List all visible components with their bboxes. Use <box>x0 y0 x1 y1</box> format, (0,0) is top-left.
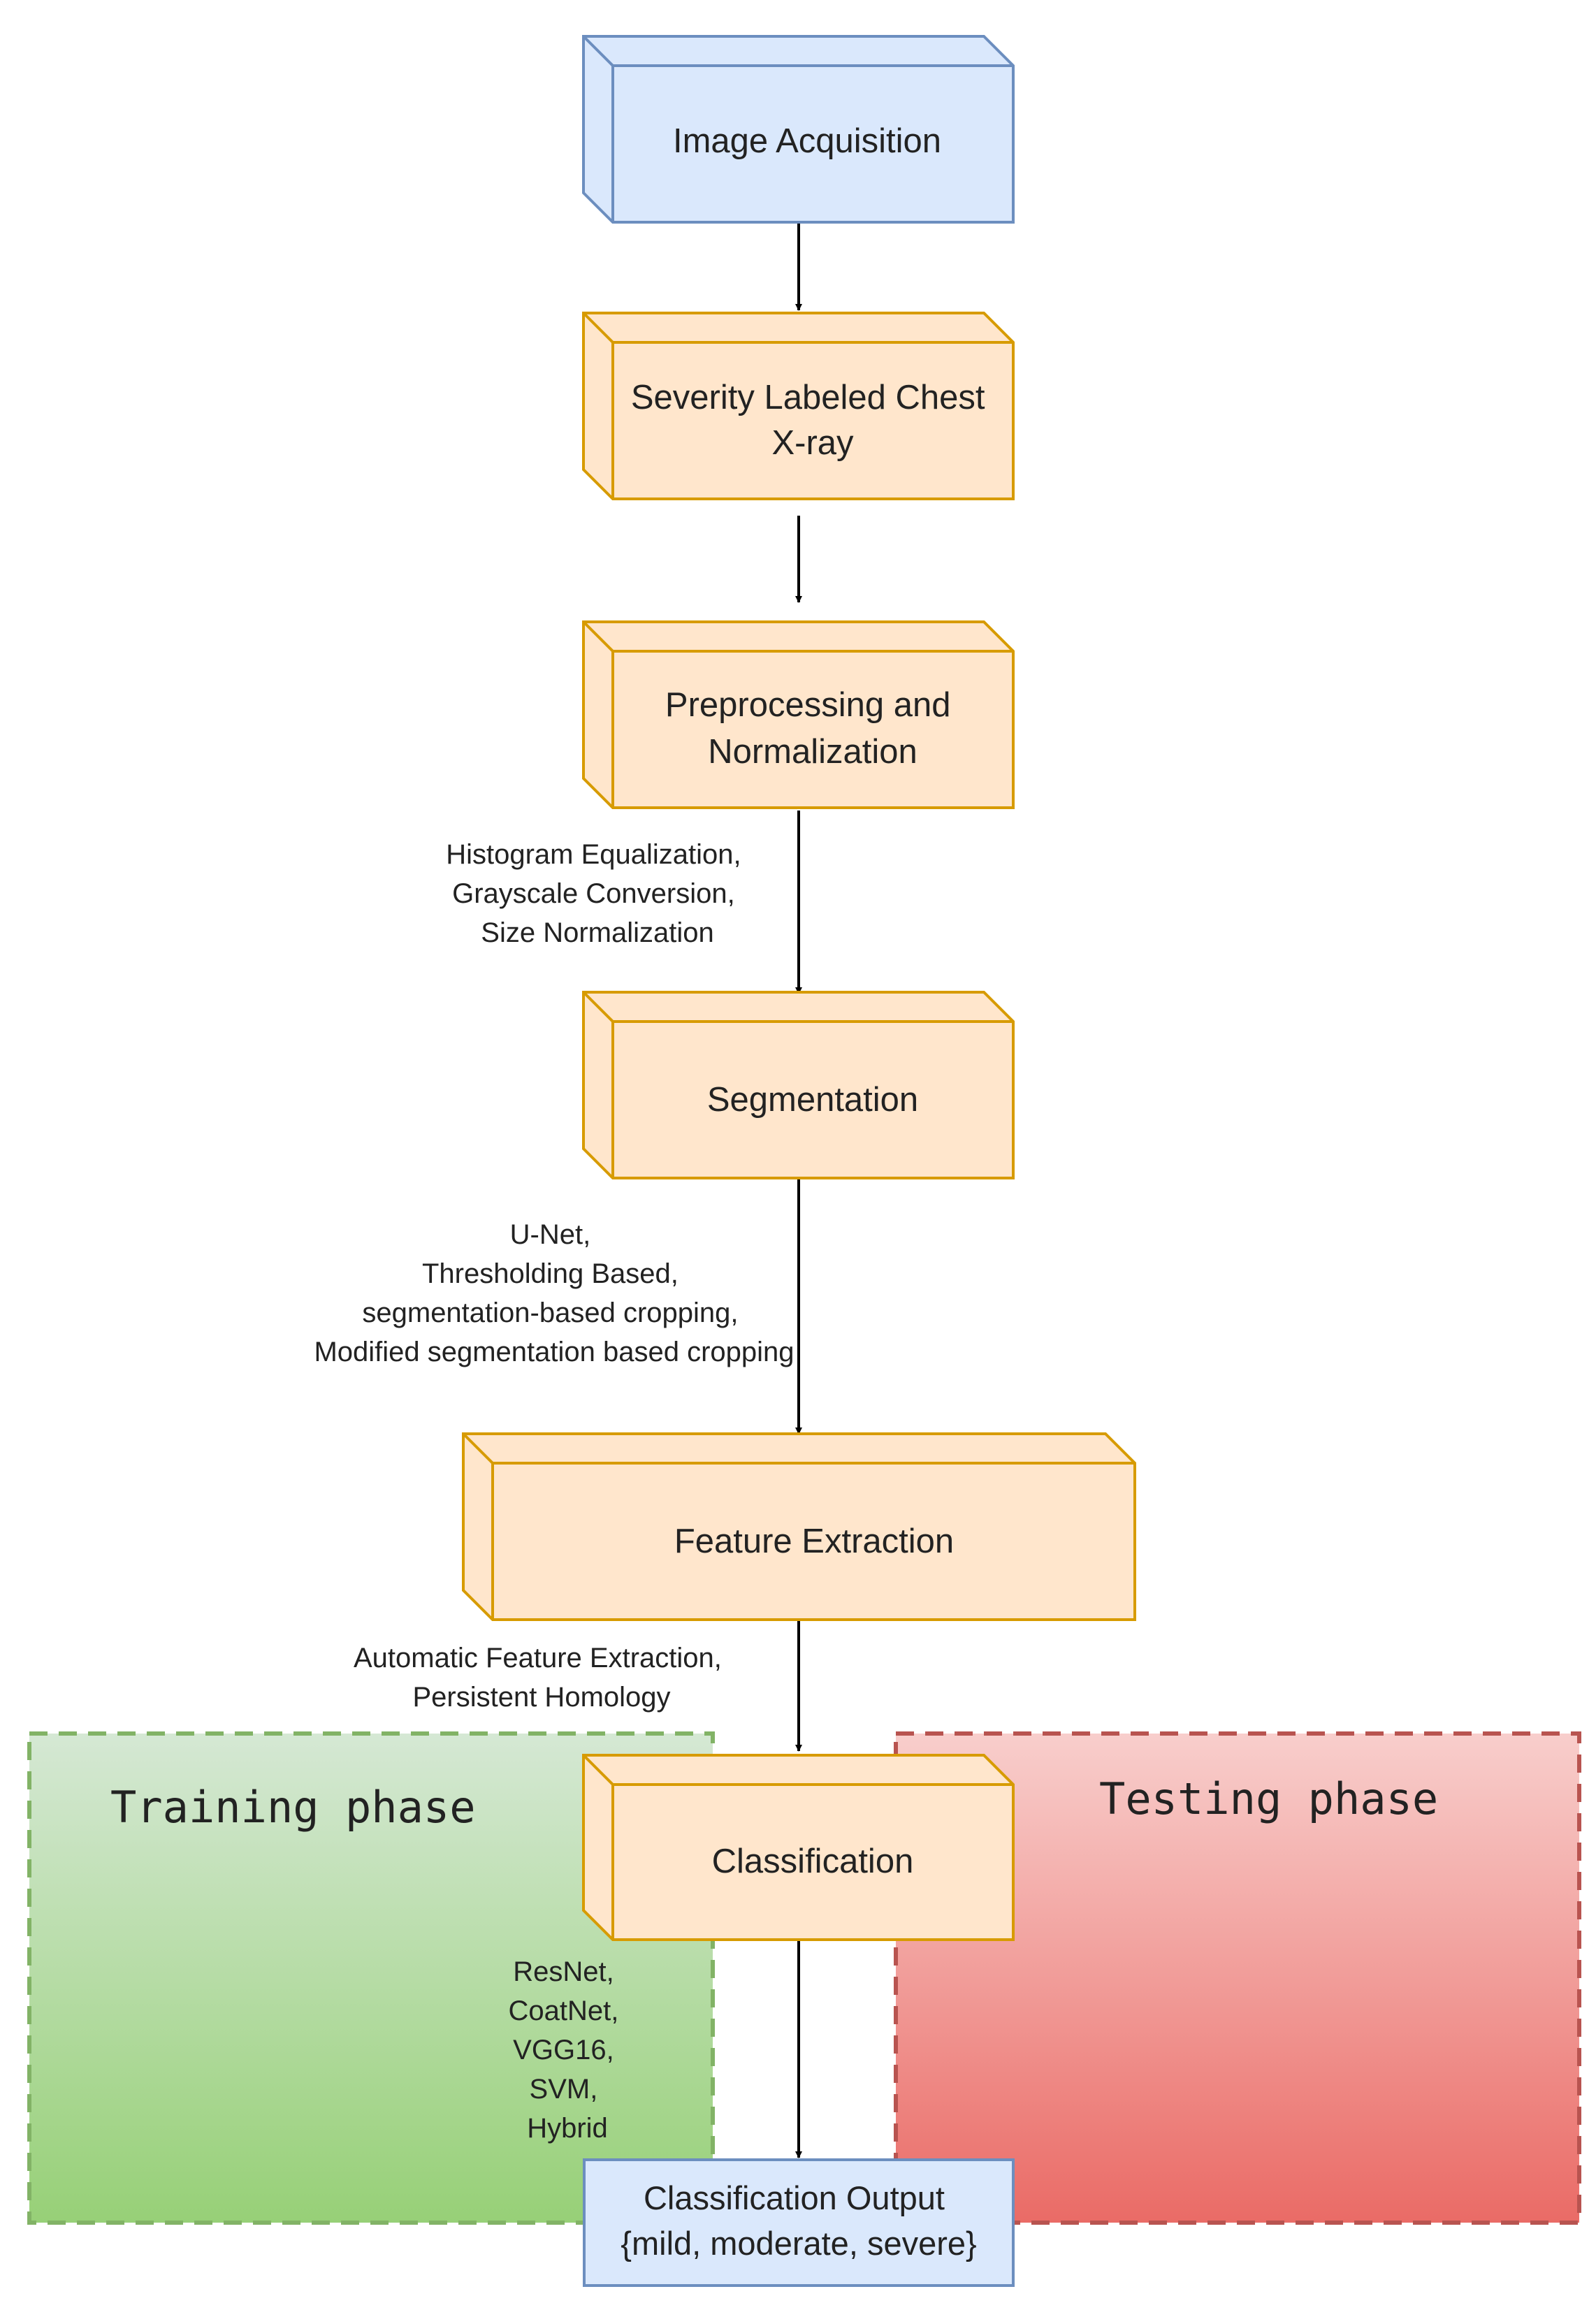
edge-label-segmentation-methods: U-Net, Thresholding Based, segmentation-… <box>314 1219 794 1367</box>
node-image-acquisition-label: Image Acquisition <box>673 122 941 160</box>
node-severity-labeled-xray-label: Severity Labeled Chest X-ray <box>631 379 994 462</box>
node-feature-extraction-label: Feature Extraction <box>674 1523 954 1560</box>
node-image-acquisition: Image Acquisition <box>582 35 1015 224</box>
node-classification-label: Classification <box>712 1843 914 1880</box>
node-classification: Classification <box>582 1754 1015 1941</box>
training-phase-label: Training phase <box>110 1782 476 1833</box>
node-classification-output-label: Classification Output {mild, moderate, s… <box>621 2179 976 2262</box>
edge-label-feature-methods: Automatic Feature Extraction, Persistent… <box>354 1643 730 1713</box>
node-preprocessing: Preprocessing and Normalization <box>582 620 1015 809</box>
edge-label-preprocessing-methods: Histogram Equalization, Grayscale Conver… <box>446 839 749 948</box>
node-preprocessing-label: Preprocessing and Normalization <box>665 686 960 771</box>
node-feature-extraction: Feature Extraction <box>462 1432 1136 1621</box>
testing-phase-region: Testing phase <box>894 1731 1581 2225</box>
node-segmentation-label: Segmentation <box>707 1081 918 1119</box>
node-classification-output: Classification Output {mild, moderate, s… <box>583 2158 1015 2287</box>
node-segmentation: Segmentation <box>582 991 1015 1179</box>
edge-label-classifier-models: ResNet, CoatNet, VGG16, SVM, Hybrid <box>509 1956 627 2144</box>
testing-phase-label: Testing phase <box>1099 1773 1438 1824</box>
node-severity-labeled-xray: Severity Labeled Chest X-ray <box>582 312 1015 500</box>
